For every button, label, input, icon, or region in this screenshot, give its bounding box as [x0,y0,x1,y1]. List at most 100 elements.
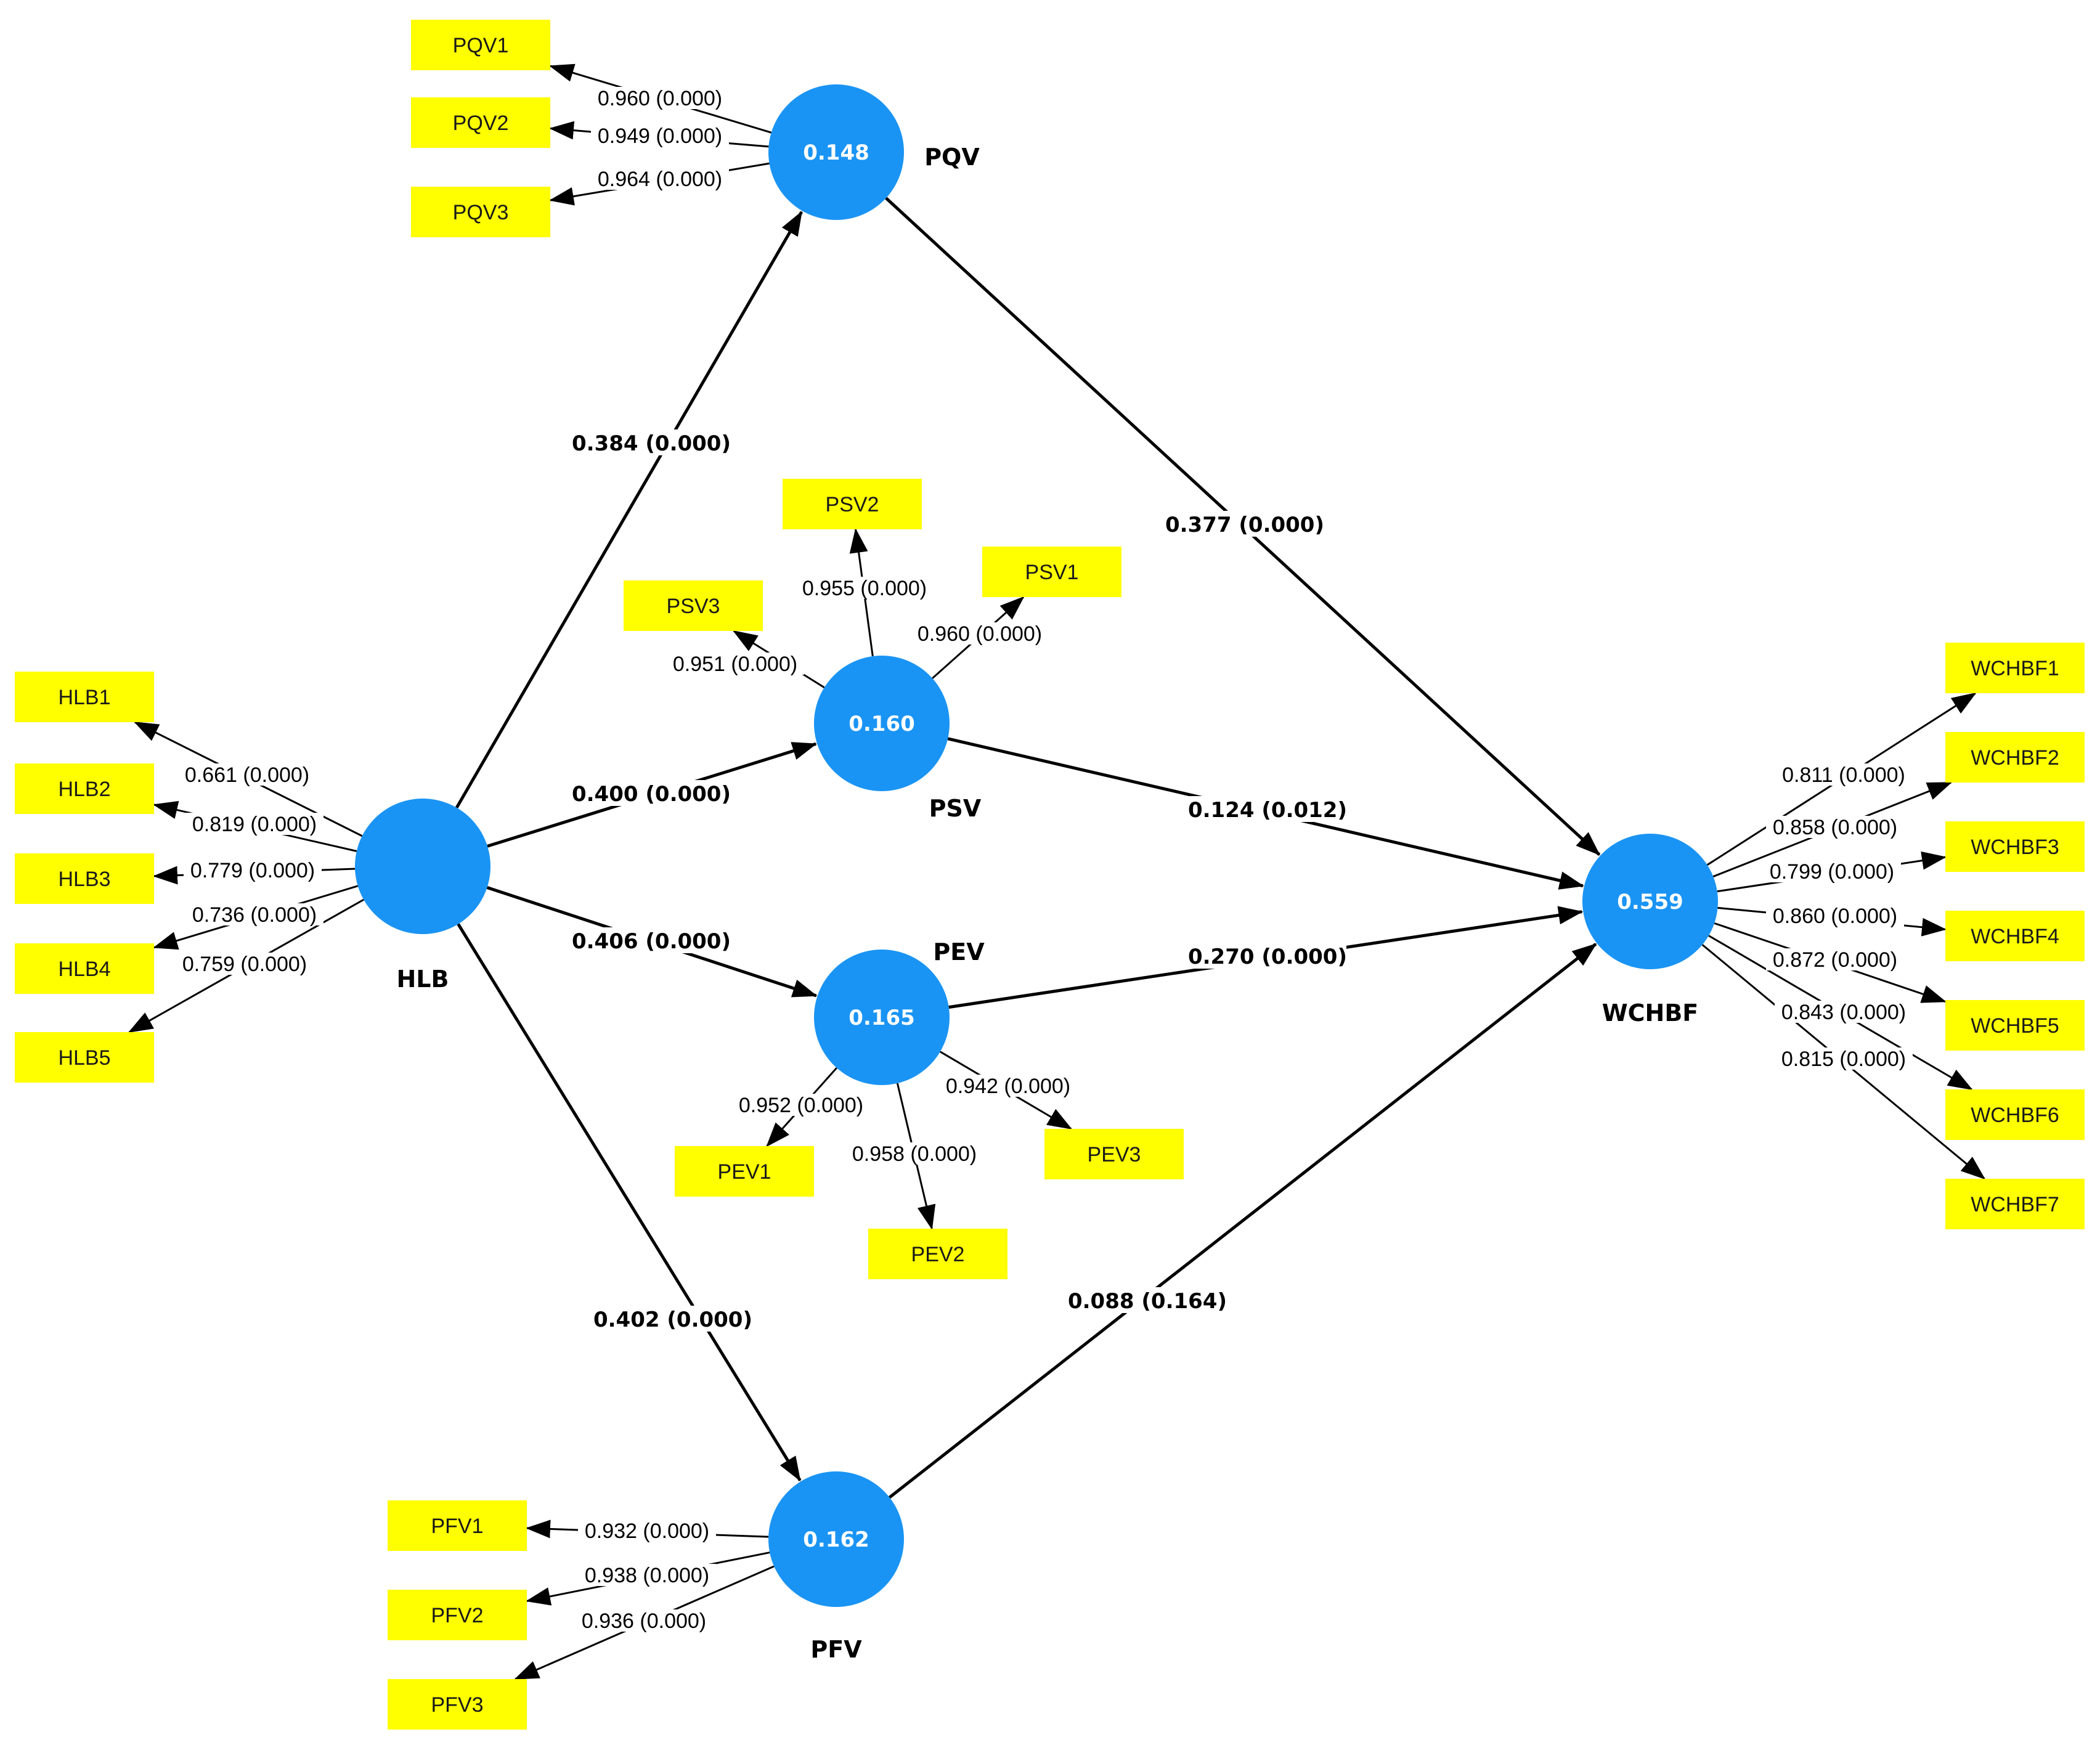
construct-pev[interactable]: 0.165 [814,950,950,1085]
indicator-label: PFV3 [431,1693,483,1717]
indicator-label: HLB1 [58,686,110,709]
loading-label-wchbf1: 0.811 (0.000) [1775,763,1913,787]
indicator-label: PQV1 [453,34,509,57]
path-label-pev-wchbf: 0.270 (0.000) [1188,943,1347,969]
indicator-psv2[interactable]: PSV2 [783,479,922,529]
indicator-box [1945,821,2085,872]
loading-label-psv1: 0.960 (0.000) [911,622,1049,646]
indicator-wchbf5[interactable]: WCHBF5 [1945,1000,2085,1051]
loading-value: 0.799 (0.000) [1770,860,1894,884]
r-squared-value: 0.160 [849,712,915,736]
loading-value: 0.960 (0.000) [918,622,1042,646]
indicator-label: WCHBF2 [1971,746,2059,770]
loading-value: 0.661 (0.000) [185,763,309,787]
loading-value: 0.819 (0.000) [192,813,317,836]
indicator-label: PQV3 [453,201,509,224]
indicator-label: WCHBF3 [1971,836,2059,859]
loading-value: 0.949 (0.000) [598,124,722,148]
path-coefficient: 0.270 (0.000) [1188,945,1347,969]
indicator-box [388,1679,527,1730]
loading-value: 0.759 (0.000) [182,953,307,976]
construct-psv[interactable]: 0.160 [814,656,950,791]
loading-label-wchbf6: 0.843 (0.000) [1775,1001,1913,1024]
indicator-label: WCHBF6 [1971,1104,2059,1127]
indicator-wchbf3[interactable]: WCHBF3 [1945,821,2085,872]
indicator-wchbf7[interactable]: WCHBF7 [1945,1179,2085,1229]
loading-label-pfv1: 0.932 (0.000) [578,1519,716,1543]
indicator-psv3[interactable]: PSV3 [624,580,763,631]
indicator-box [868,1229,1007,1279]
loading-label-wchbf4: 0.860 (0.000) [1766,905,1904,928]
indicator-box [1945,643,2085,693]
indicator-pqv1[interactable]: PQV1 [411,20,550,70]
path-label-hlb-pfv: 0.402 (0.000) [593,1306,752,1332]
indicator-label: HLB3 [58,868,110,891]
path-label-hlb-pev: 0.406 (0.000) [572,927,731,954]
construct-hlb[interactable] [355,799,490,934]
indicator-pev1[interactable]: PEV1 [675,1146,814,1197]
indicator-box [388,1590,527,1640]
indicator-wchbf4[interactable]: WCHBF4 [1945,911,2085,961]
indicator-pfv3[interactable]: PFV3 [388,1679,527,1730]
construct-name-wchbf: WCHBF [1602,999,1699,1027]
loading-value: 0.872 (0.000) [1773,948,1897,972]
path-label-pfv-wchbf: 0.088 (0.164) [1068,1287,1227,1314]
loading-label-pev2: 0.958 (0.000) [845,1142,983,1166]
loading-label-psv3: 0.951 (0.000) [666,653,804,676]
indicator-box [15,943,154,994]
indicator-label: PFV2 [431,1604,483,1627]
indicator-pqv2[interactable]: PQV2 [411,97,550,148]
indicator-box [15,853,154,904]
indicator-box [411,97,550,148]
loading-value: 0.951 (0.000) [673,653,797,676]
path-coefficient: 0.402 (0.000) [593,1308,752,1332]
loading-value: 0.815 (0.000) [1781,1047,1906,1071]
loading-label-pfv3: 0.936 (0.000) [575,1609,713,1633]
indicator-psv1[interactable]: PSV1 [982,547,1121,597]
r-squared-value: 0.162 [803,1527,869,1552]
indicator-wchbf6[interactable]: WCHBF6 [1945,1089,2085,1140]
indicator-hlb2[interactable]: HLB2 [15,763,154,814]
indicator-hlb5[interactable]: HLB5 [15,1032,154,1083]
construct-wchbf[interactable]: 0.559 [1582,834,1718,969]
path-coefficient: 0.400 (0.000) [572,782,731,807]
indicator-pqv3[interactable]: PQV3 [411,187,550,237]
construct-pqv[interactable]: 0.148 [768,84,904,220]
indicator-wchbf2[interactable]: WCHBF2 [1945,732,2085,783]
construct-circle [355,799,490,934]
construct-name-pev: PEV [933,938,985,966]
construct-circle [768,1471,904,1607]
loading-label-wchbf3: 0.799 (0.000) [1763,860,1901,884]
indicator-label: PFV1 [431,1515,483,1538]
loading-label-wchbf5: 0.872 (0.000) [1766,948,1904,972]
indicator-box [1945,1089,2085,1140]
loading-value: 0.952 (0.000) [739,1094,863,1117]
indicator-hlb4[interactable]: HLB4 [15,943,154,994]
indicator-label: WCHBF5 [1971,1014,2059,1038]
loading-label-pfv2: 0.938 (0.000) [578,1564,716,1587]
path-label-hlb-pqv: 0.384 (0.000) [572,429,731,456]
indicator-pfv1[interactable]: PFV1 [388,1500,527,1551]
loading-label-pqv2: 0.949 (0.000) [591,124,729,148]
indicator-wchbf1[interactable]: WCHBF1 [1945,643,2085,693]
construct-name-pfv: PFV [810,1636,862,1663]
construct-name-psv: PSV [929,795,982,822]
indicator-pev2[interactable]: PEV2 [868,1229,1007,1279]
indicator-hlb1[interactable]: HLB1 [15,672,154,722]
loading-value: 0.811 (0.000) [1782,763,1905,787]
r-squared-value: 0.559 [1617,890,1683,914]
indicator-hlb3[interactable]: HLB3 [15,853,154,904]
indicator-box [15,763,154,814]
construct-pfv[interactable]: 0.162 [768,1471,904,1607]
indicator-label: WCHBF1 [1971,657,2059,680]
path-arrow-hlb-pfv [457,923,802,1482]
indicator-pfv2[interactable]: PFV2 [388,1590,527,1640]
path-label-pqv-wchbf: 0.377 (0.000) [1165,511,1324,537]
r-squared-value: 0.148 [803,140,869,165]
construct-name-hlb: HLB [397,966,449,993]
indicator-pev3[interactable]: PEV3 [1044,1129,1184,1179]
indicator-box [388,1500,527,1551]
indicator-label: PSV1 [1025,561,1079,584]
indicator-box [411,20,550,70]
indicator-box [624,580,763,631]
